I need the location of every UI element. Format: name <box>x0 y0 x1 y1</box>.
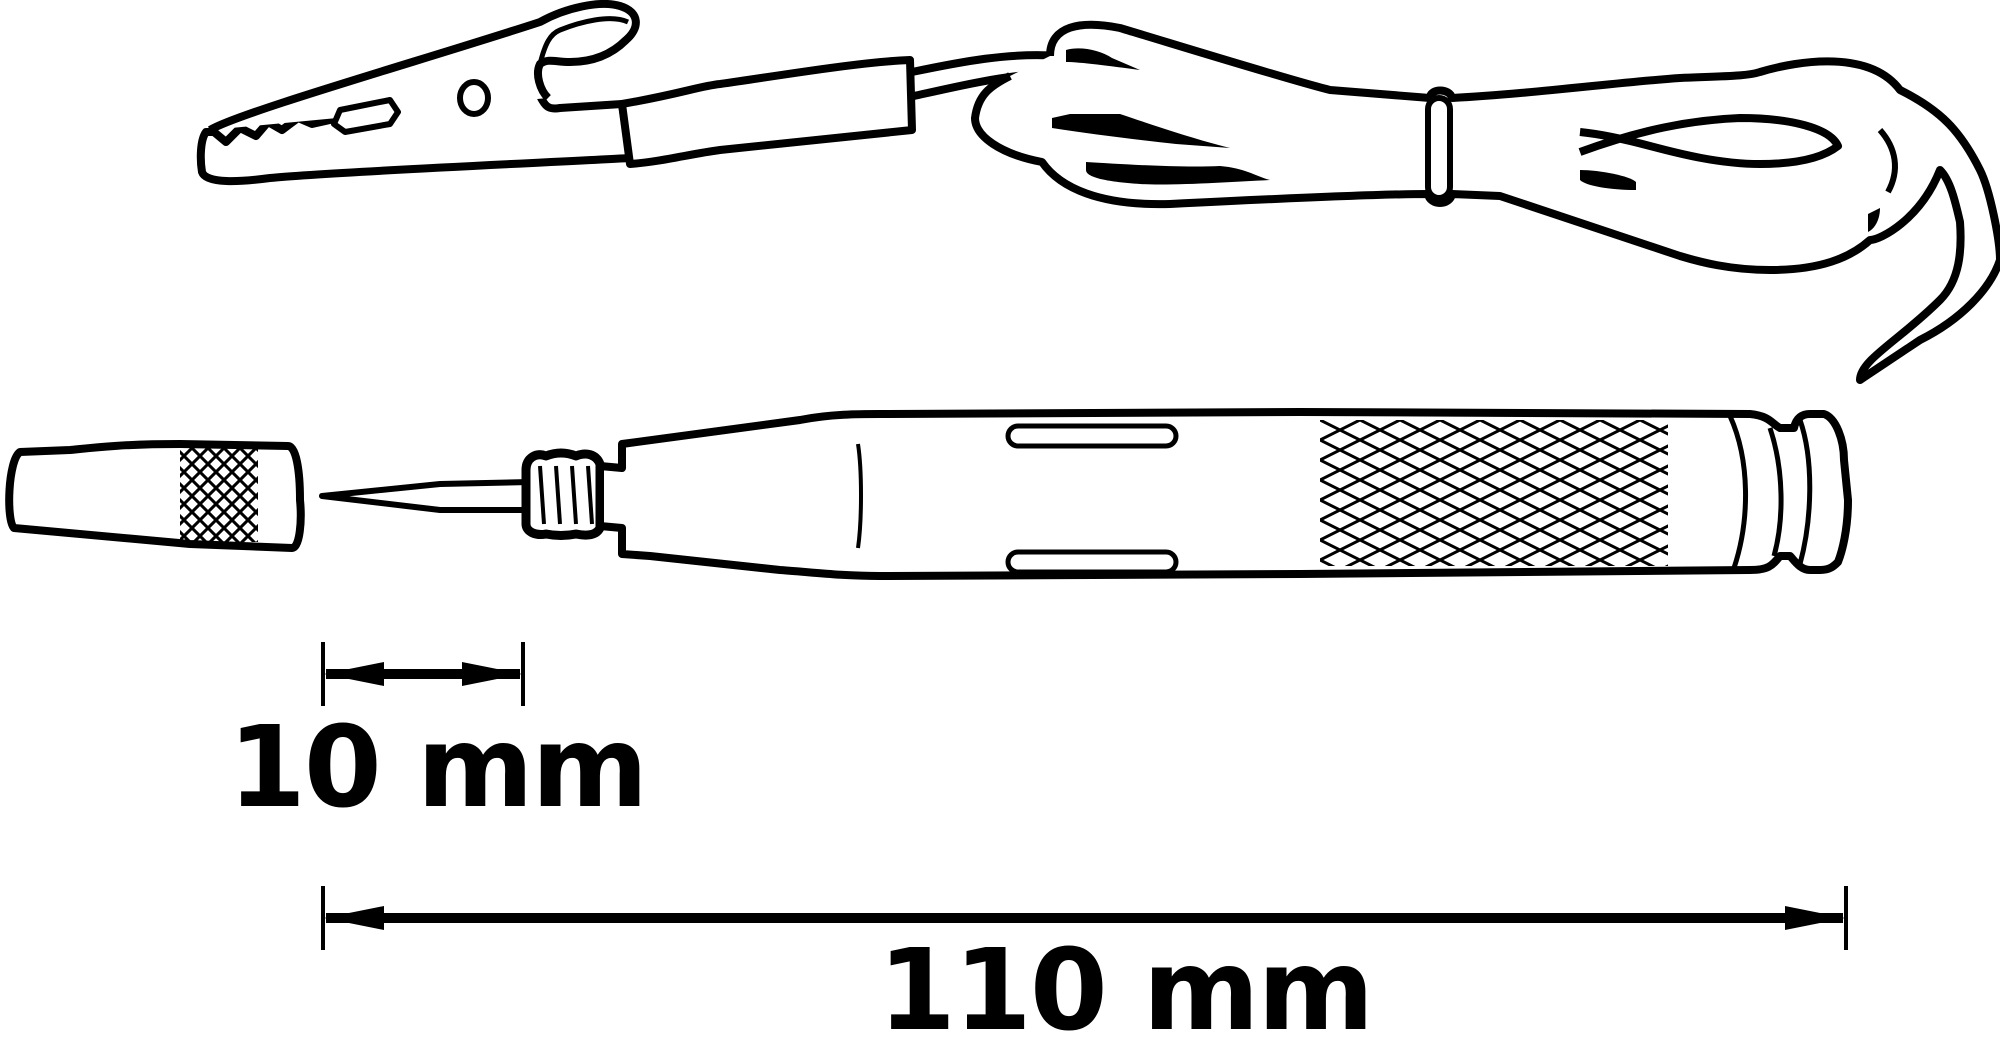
dimension-110mm <box>321 886 1848 950</box>
dimension-label-small: 10 mm <box>228 703 648 833</box>
knurled-grip-body-icon <box>596 408 1852 580</box>
coiled-cable-icon <box>971 20 2000 384</box>
dimension-10mm <box>321 642 525 706</box>
needle-probe-icon <box>319 448 605 540</box>
dimension-label-large: 110 mm <box>878 926 1374 1056</box>
alligator-clip-icon <box>196 0 1061 186</box>
knurled-cap-icon <box>5 440 305 552</box>
